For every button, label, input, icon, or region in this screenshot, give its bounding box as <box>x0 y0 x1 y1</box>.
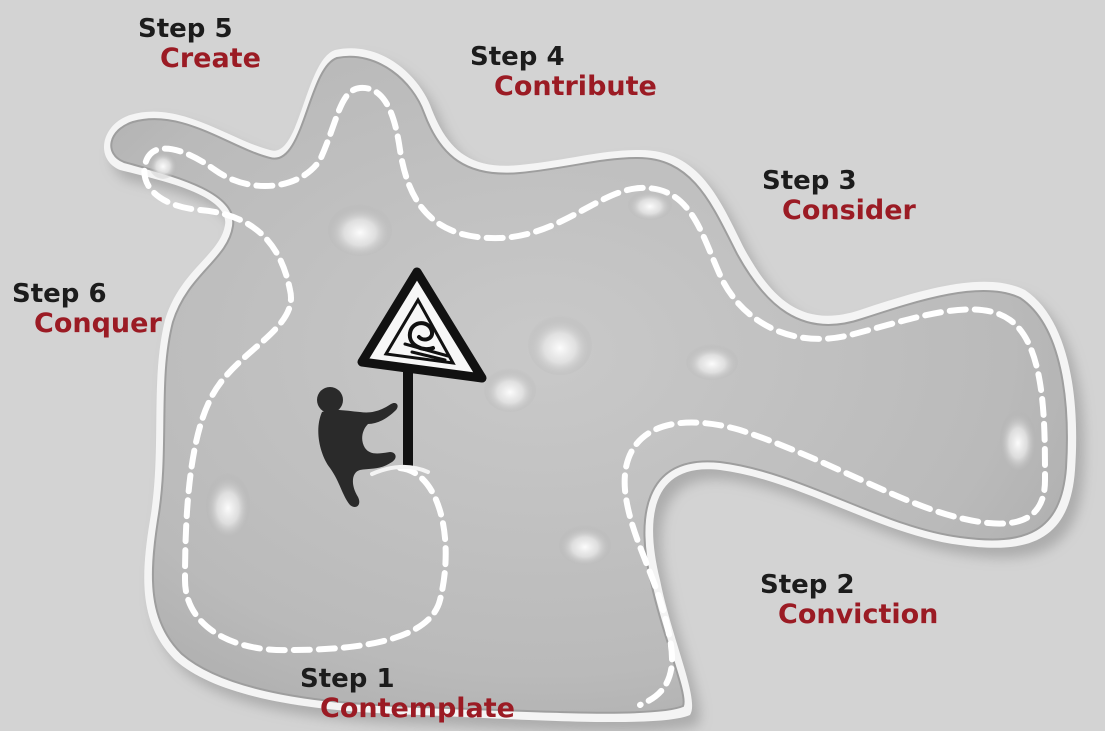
step-1-label: Step 1 Contemplate <box>300 666 515 722</box>
step-number: Step 6 <box>12 279 107 309</box>
step-3-label: Step 3 Consider <box>762 168 916 224</box>
craters <box>149 151 1036 565</box>
step-number: Step 2 <box>760 570 855 600</box>
step-name: Conviction <box>778 599 939 630</box>
step-name: Consider <box>782 195 916 226</box>
ledge-highlight <box>370 465 430 476</box>
step-4-label: Step 4 Contribute <box>470 44 657 100</box>
step-6-label: Step 6 Conquer <box>12 281 162 337</box>
step-2-label: Step 2 Conviction <box>760 572 938 628</box>
climbing-person-icon <box>317 387 398 508</box>
dashed-path <box>141 84 1049 708</box>
step-number: Step 3 <box>762 166 857 196</box>
step-name: Conquer <box>34 308 162 339</box>
step-number: Step 4 <box>470 42 565 72</box>
step-5-label: Step 5 Create <box>138 16 261 72</box>
step-name: Create <box>160 43 261 74</box>
warning-sign-icon <box>357 267 487 466</box>
step-name: Contemplate <box>320 693 515 724</box>
step-name: Contribute <box>494 71 657 102</box>
step-number: Step 5 <box>138 14 233 44</box>
step-number: Step 1 <box>300 664 395 694</box>
